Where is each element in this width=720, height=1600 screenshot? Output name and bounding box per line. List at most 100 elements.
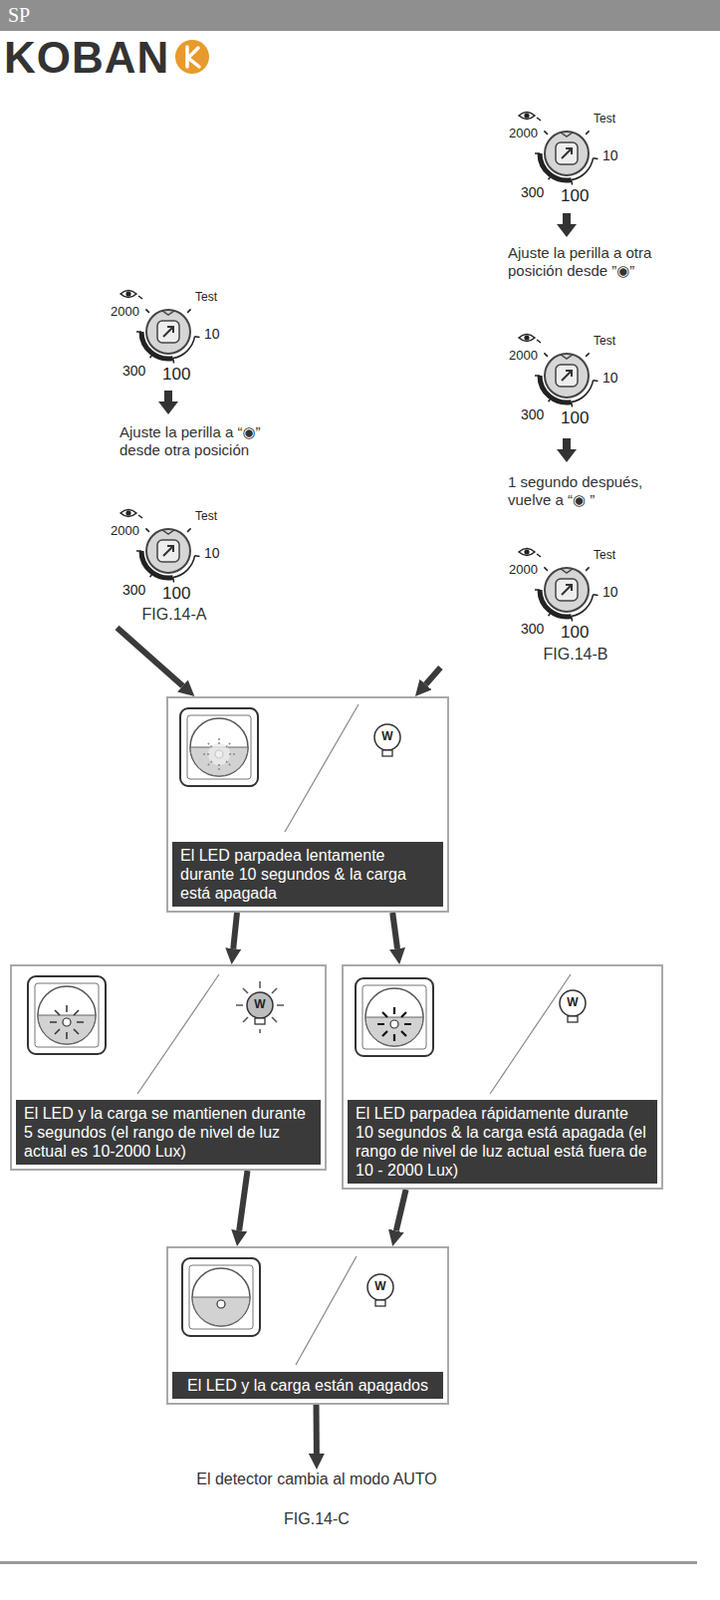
text-holder: Test xyxy=(593,547,616,563)
state-description: El LED y la carga se mantienen durante 5… xyxy=(15,1099,321,1165)
dial-scale-value: Test xyxy=(195,289,218,305)
down-arrow xyxy=(556,213,577,238)
text-holder: KOBAN xyxy=(3,33,174,81)
dial-scale-value: 10 xyxy=(602,583,619,601)
state-box: El LED y la carga se mantienen durante 5… xyxy=(9,963,327,1171)
text-holder: 10 xyxy=(204,325,221,343)
box-illustration xyxy=(355,973,586,1094)
dial-symbol xyxy=(518,334,599,408)
state-box: El LED y la carga están apagados xyxy=(166,1245,450,1405)
dial-symbol xyxy=(518,112,599,186)
illustration-area xyxy=(15,969,321,1100)
bulb-watt-mark: W xyxy=(370,1278,391,1294)
dial-scale-value: 300 xyxy=(122,581,146,599)
switch-led-off xyxy=(182,1257,260,1336)
text-holder: W xyxy=(370,1278,391,1294)
text-holder: 2000 xyxy=(508,561,538,578)
text-holder: FIG.14-B xyxy=(461,645,691,664)
bulb-watt-mark: W xyxy=(249,996,270,1012)
result-node: El detector cambia al modo AUTO xyxy=(99,1468,534,1489)
switch-led-slow xyxy=(180,708,258,786)
flow-arrow xyxy=(396,1189,407,1230)
text-holder: 2000 xyxy=(508,347,538,364)
led-rays xyxy=(49,1004,84,1039)
flow-arrow xyxy=(233,912,238,949)
dial-scale-value: 2000 xyxy=(508,347,538,364)
instruction-text: Ajuste la perilla a otra posición desde … xyxy=(507,243,658,280)
flow-arrow xyxy=(425,667,441,685)
box-illustration xyxy=(27,973,284,1094)
text-holder: 10 xyxy=(602,369,619,387)
dial-symbol xyxy=(120,509,201,583)
bulb-symbol xyxy=(367,1273,394,1306)
dial-scale-value: 100 xyxy=(560,186,589,207)
illustration-area xyxy=(172,1251,444,1372)
text-holder: 300 xyxy=(122,362,146,380)
dial-scale-value: 100 xyxy=(162,364,191,385)
instruction-text: 1 segundo después, vuelve a “◉ ” xyxy=(507,473,668,509)
dial-scale-value: 300 xyxy=(520,184,544,202)
logo-circle xyxy=(175,39,210,74)
text-holder: Ajuste la perilla a “◉” desde otra posic… xyxy=(119,423,269,460)
dial-symbol xyxy=(120,290,201,364)
brand-logo: KOBAN xyxy=(3,33,174,81)
box-illustration xyxy=(182,1255,394,1365)
figure-caption: FIG.14-B xyxy=(461,645,691,664)
text-holder: W xyxy=(249,996,270,1012)
dial-scale-value: 300 xyxy=(520,620,544,638)
text-holder: 100 xyxy=(560,186,589,207)
state-description: El LED parpadea lentamente durante 10 se… xyxy=(172,841,444,907)
text-holder: Test xyxy=(593,111,616,127)
text-holder: 2000 xyxy=(110,303,140,320)
instruction-text: Ajuste la perilla a “◉” desde otra posic… xyxy=(119,423,269,460)
led-rays xyxy=(377,1006,412,1041)
text-holder: 300 xyxy=(520,184,544,202)
result-text: El detector cambia al modo AUTO xyxy=(99,1468,534,1489)
down-arrow xyxy=(556,438,577,463)
divider-line xyxy=(489,973,571,1094)
dial-scale-value: Test xyxy=(593,111,616,127)
switch-plate xyxy=(182,1257,260,1336)
state-box: El LED parpadea lentamente durante 10 se… xyxy=(166,696,450,913)
flow-arrow xyxy=(117,627,184,686)
text-holder: 2000 xyxy=(508,125,538,142)
language-code: SP xyxy=(7,3,68,27)
figure-caption: FIG.14-C xyxy=(99,1508,534,1529)
switch-plate xyxy=(27,975,106,1054)
dial-scale-value: 100 xyxy=(162,583,191,604)
state-description: El LED parpadea rápidamente durante 10 s… xyxy=(347,1099,658,1184)
text-holder: 10 xyxy=(602,147,619,165)
dial-scale-value: Test xyxy=(593,333,616,349)
text-holder: 100 xyxy=(560,622,589,643)
divider-line xyxy=(137,973,220,1094)
text-holder: 300 xyxy=(122,581,146,599)
logo-mark xyxy=(175,39,210,74)
bulb-lit-symbol xyxy=(236,980,284,1033)
dial-scale-value: 10 xyxy=(204,325,221,343)
text-holder: 10 xyxy=(602,583,619,601)
text-holder: W xyxy=(562,994,583,1010)
figure-step-group: Ajuste la perilla a otra posición desde … xyxy=(418,239,698,668)
dial-scale-value: Test xyxy=(593,547,616,563)
led-rays xyxy=(202,736,237,771)
divider-line xyxy=(284,704,359,832)
flow-arrow xyxy=(313,1404,320,1453)
text-holder: Test xyxy=(195,289,218,305)
text-holder: W xyxy=(377,728,398,744)
divider-line xyxy=(295,1255,357,1365)
switch-plate xyxy=(355,977,434,1056)
flow-arrow xyxy=(239,1170,247,1230)
box-illustration xyxy=(180,704,401,832)
down-arrow xyxy=(158,390,179,415)
illustration-area xyxy=(347,969,658,1100)
bulb-symbol xyxy=(559,989,586,1022)
illustration-area xyxy=(172,702,444,842)
logo-k xyxy=(187,46,200,67)
state-box: El LED parpadea rápidamente durante 10 s… xyxy=(341,963,664,1190)
text-holder: 1 segundo después, vuelve a “◉ ” xyxy=(507,473,668,509)
text-holder: 300 xyxy=(520,620,544,638)
dial-scale-value: 2000 xyxy=(508,561,538,578)
figure-caption: FIG.14-A xyxy=(59,605,289,624)
